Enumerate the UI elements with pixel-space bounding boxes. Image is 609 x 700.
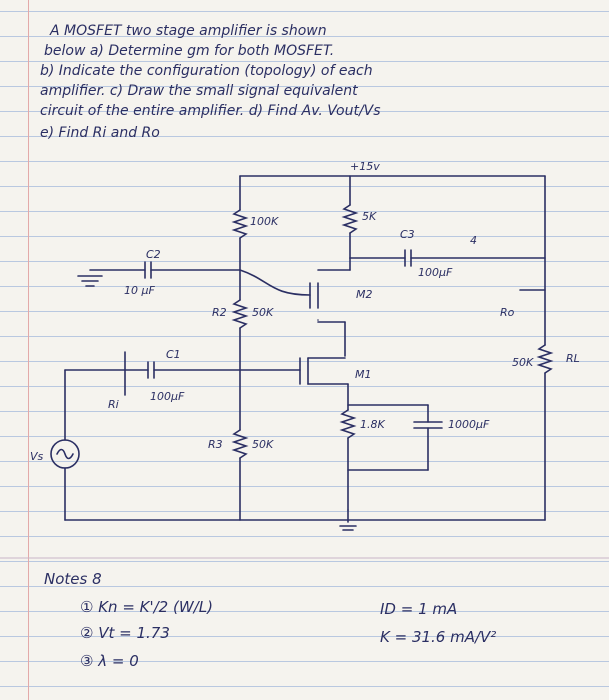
resistor-100k [231, 209, 249, 239]
problem-line-3: b) Indicate the configuration (topology)… [40, 63, 373, 79]
resistor-r2 [231, 299, 249, 329]
problem-line-5: circuit of the entire amplifier. d) Find… [40, 103, 381, 119]
resistor-r3 [231, 429, 249, 459]
c1-label: C1 [166, 348, 181, 361]
resistor-5k [341, 204, 359, 234]
note-item-3: ③ λ = 0 [80, 652, 139, 670]
resistor-rl [536, 344, 554, 374]
rl-label: RL [566, 352, 580, 365]
marker-4-label: 4 [470, 234, 477, 247]
problem-line-2: below a) Determine gm for both MOSFET. [44, 43, 335, 59]
r-drain-label: 5K [362, 210, 377, 223]
m1-label: M1 [355, 368, 372, 381]
r-top-left-label: 100K [250, 215, 279, 228]
r2-label: R2 [212, 306, 227, 319]
resistor-1-8k [339, 409, 357, 439]
note-k: K = 31.6 mA/V² [380, 628, 497, 646]
r3-label: R3 [208, 438, 223, 451]
ro-label: Ro [500, 306, 515, 319]
wire-gate-m2 [239, 269, 311, 296]
ri-label: Ri [108, 398, 119, 411]
r2-value-label: 50K [252, 306, 274, 319]
c2-value-label: 10 μF [124, 284, 155, 297]
r-source-label: 1.8K [360, 418, 385, 431]
margin-line [28, 0, 29, 700]
c2-label: C2 [146, 248, 161, 261]
problem-line-6: e) Find Ri and Ro [40, 125, 160, 141]
rl-value-label: 50K [512, 356, 534, 369]
r3-value-label: 50K [252, 438, 274, 451]
vs-label: Vs [30, 450, 44, 463]
problem-line-1: A MOSFET two stage amplifier is shown [50, 23, 327, 39]
notes-title: Notes 8 [44, 570, 102, 588]
m2-label: M2 [356, 288, 373, 301]
supply-label: +15v [350, 160, 380, 173]
c-source-label: 1000μF [448, 418, 490, 431]
note-item-2: ② Vt = 1.73 [80, 624, 170, 642]
c1-value-label: 100μF [150, 390, 185, 403]
c3-label: C3 [400, 228, 415, 241]
note-item-1: ① Kn = K'/2 (W/L) [80, 598, 213, 616]
note-id: ID = 1 mA [380, 600, 458, 618]
problem-line-4: amplifier. c) Draw the small signal equi… [40, 83, 358, 99]
vs-sine [56, 448, 74, 460]
c3-value-label: 100μF [418, 266, 453, 279]
